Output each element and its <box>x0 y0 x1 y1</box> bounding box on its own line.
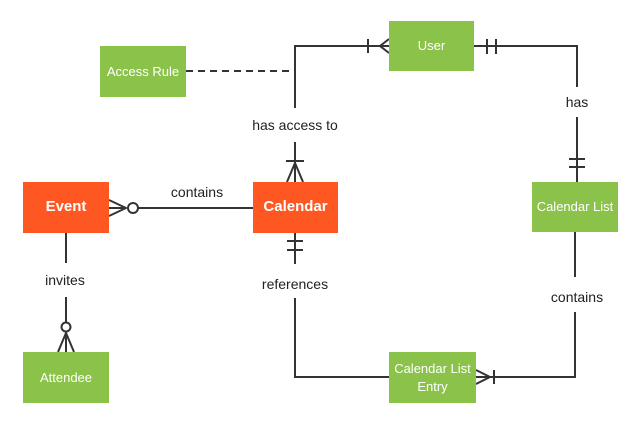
entity-calendar[interactable]: Calendar <box>253 182 338 233</box>
entity-calendar-list-entry-label: Calendar List Entry <box>394 360 471 394</box>
relationship-label-references: references <box>259 276 331 292</box>
entity-event-label: Event <box>45 198 87 216</box>
entity-user-label: User <box>417 38 446 54</box>
relationship-label-has: has <box>563 94 591 110</box>
connector-calendar-list-contains-entry <box>475 232 576 385</box>
relationship-label-contains: contains <box>168 184 226 200</box>
cardinality-exactly-one-icon <box>486 39 497 54</box>
entity-event[interactable]: Event <box>23 182 109 233</box>
entity-access-rule[interactable]: Access Rule <box>100 46 186 97</box>
connector-event-contains-calendar <box>108 199 253 217</box>
relationship-label-contains: contains <box>548 289 606 305</box>
relationship-label-invites: invites <box>43 272 87 288</box>
relationship-label-has-access-to: has access to <box>250 117 340 133</box>
connector-user-has-access-to-calendar <box>286 38 390 183</box>
entity-calendar-list[interactable]: Calendar List <box>532 182 618 232</box>
connector-event-invites-attendee <box>57 233 75 353</box>
cardinality-exactly-one-icon <box>287 240 303 251</box>
entity-calendar-list-entry[interactable]: Calendar List Entry <box>389 352 476 403</box>
entity-calendar-list-label: Calendar List <box>536 199 614 215</box>
cardinality-zero-or-many-icon <box>57 321 75 353</box>
cardinality-one-or-many-icon <box>286 160 304 183</box>
connector-entry-references-calendar <box>287 233 389 378</box>
entity-calendar-label: Calendar <box>263 198 328 216</box>
entity-attendee[interactable]: Attendee <box>23 352 109 403</box>
cardinality-one-or-many-icon <box>475 369 495 385</box>
entity-attendee-label: Attendee <box>39 369 93 385</box>
cardinality-zero-or-many-icon <box>108 199 139 217</box>
entity-user[interactable]: User <box>389 21 474 71</box>
connector-user-has-calendar-list <box>474 39 585 182</box>
cardinality-one-or-many-icon <box>367 38 390 54</box>
cardinality-exactly-one-icon <box>569 158 585 168</box>
entity-access-rule-label: Access Rule <box>106 63 180 79</box>
